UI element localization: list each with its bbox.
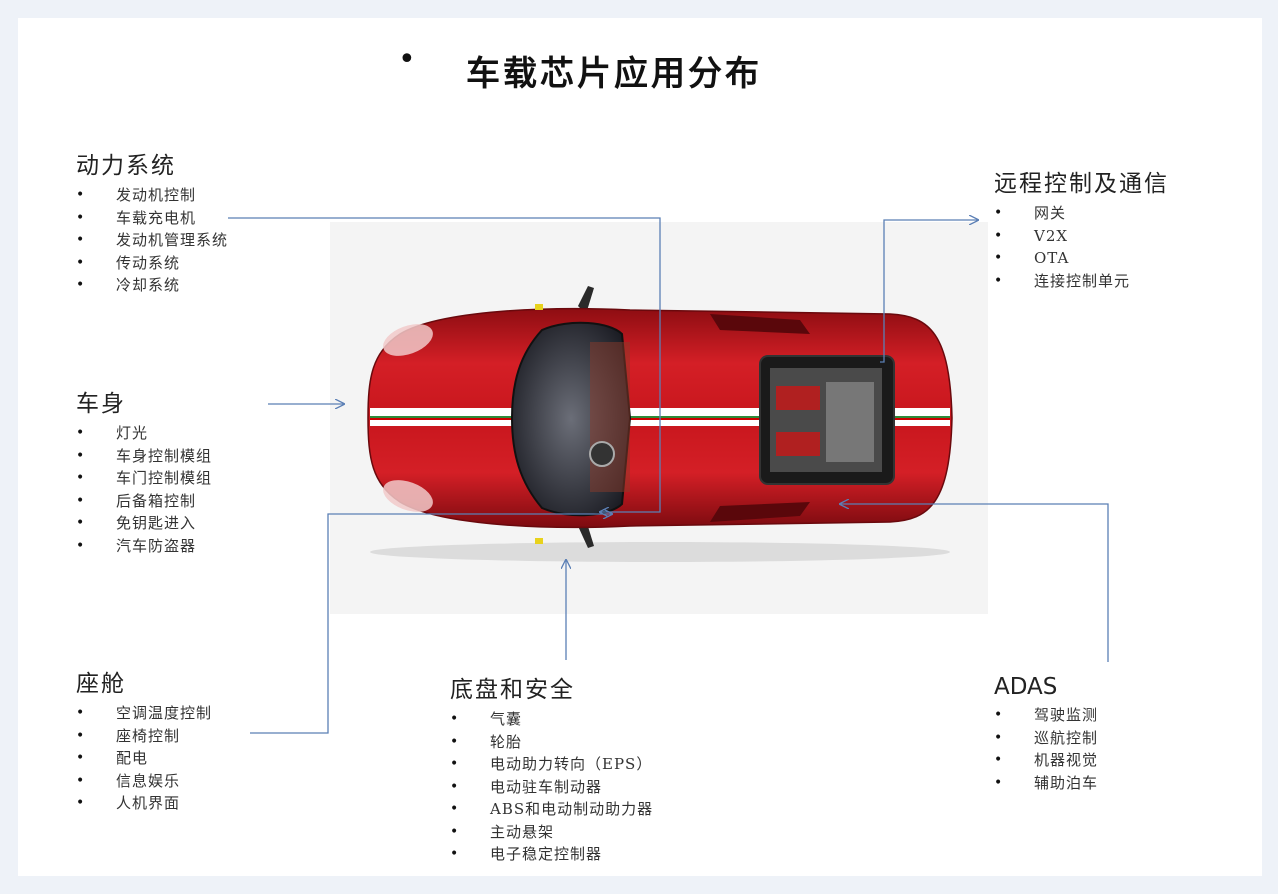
list-item: •巡航控制 (994, 727, 1194, 750)
list-item: •空调温度控制 (76, 702, 276, 725)
bullet-icon: • (994, 774, 1004, 791)
bullet-icon: • (76, 537, 86, 554)
bullet-icon: • (76, 772, 86, 789)
list-item: •座椅控制 (76, 725, 276, 748)
list-item: •电动助力转向（EPS） (450, 753, 750, 776)
bullet-icon: • (994, 272, 1004, 289)
title-row: • 车载芯片应用分布 (0, 38, 1278, 94)
list-item: •信息娱乐 (76, 770, 276, 793)
list-item: •辅助泊车 (994, 772, 1194, 795)
bullet-icon: • (994, 729, 1004, 746)
bullet-icon: • (76, 425, 86, 441)
list-item: •人机界面 (76, 792, 276, 815)
bullet-icon: • (76, 795, 86, 811)
bullet-icon: • (76, 515, 86, 531)
group-title-adas: ADAS (994, 674, 1058, 700)
list-item: •免钥匙进入 (76, 512, 276, 535)
bullet-icon: • (76, 232, 86, 248)
list-item: •发动机管理系统 (76, 229, 236, 252)
bullet-icon: • (76, 492, 86, 509)
list-chassis: •气囊 •轮胎 •电动助力转向（EPS） •电动驻车制动器 •ABS和电动制动助… (450, 708, 750, 866)
car-top-view-image (367, 286, 953, 562)
bullet-icon: • (450, 733, 460, 750)
list-item: •冷却系统 (76, 274, 256, 297)
bullet-icon: • (76, 277, 86, 293)
bullet-icon: • (450, 778, 460, 795)
list-item: •轮胎 (450, 731, 750, 754)
group-title-telematics: 远程控制及通信 (994, 171, 1169, 197)
list-item: •传动系统 (76, 252, 256, 275)
list-item: •车身控制模组 (76, 445, 276, 468)
bullet-icon: • (76, 254, 86, 271)
group-powertrain: 动力系统 •发动机控制 •车载充电机 •发动机管理系统 •传动系统 •冷却系统 (76, 146, 256, 297)
group-title-body: 车身 (76, 391, 126, 417)
bullet-icon: • (450, 801, 460, 817)
page-title: 车载芯片应用分布 (466, 54, 762, 94)
bullet-icon: • (76, 727, 86, 744)
list-item: •V2X (994, 225, 1224, 248)
bullet-icon: • (76, 470, 86, 486)
bullet-icon: • (994, 707, 1004, 723)
bullet-icon: • (994, 227, 1004, 244)
list-item: •驾驶监测 (994, 704, 1194, 727)
list-cabin: •空调温度控制 •座椅控制 •配电 •信息娱乐 •人机界面 (76, 702, 276, 815)
group-adas: ADAS •驾驶监测 •巡航控制 •机器视觉 •辅助泊车 (994, 674, 1194, 794)
group-title-cabin: 座舱 (76, 671, 126, 697)
bullet-icon: • (450, 823, 460, 840)
bullet-icon: • (450, 846, 460, 862)
list-item: •主动悬架 (450, 821, 750, 844)
group-cabin: 座舱 •空调温度控制 •座椅控制 •配电 •信息娱乐 •人机界面 (76, 664, 276, 815)
list-item: •电子稳定控制器 (450, 843, 750, 866)
list-telematics: •网关 •V2X •OTA •连接控制单元 (994, 202, 1224, 292)
bullet-icon: • (76, 447, 86, 464)
group-title-chassis: 底盘和安全 (450, 677, 575, 703)
list-body: •灯光 •车身控制模组 •车门控制模组 •后备箱控制 •免钥匙进入 •汽车防盗器 (76, 422, 276, 557)
group-body: 车身 •灯光 •车身控制模组 •车门控制模组 •后备箱控制 •免钥匙进入 •汽车… (76, 384, 276, 557)
list-powertrain: •发动机控制 •车载充电机 •发动机管理系统 •传动系统 •冷却系统 (76, 184, 256, 297)
list-item: •灯光 (76, 422, 276, 445)
list-item: •网关 (994, 202, 1224, 225)
list-item: •ABS和电动制动助力器 (450, 798, 750, 821)
list-item: •发动机控制 (76, 184, 256, 207)
list-item: •机器视觉 (994, 749, 1194, 772)
group-chassis: 底盘和安全 •气囊 •轮胎 •电动助力转向（EPS） •电动驻车制动器 •ABS… (450, 670, 750, 866)
group-title-powertrain: 动力系统 (76, 153, 176, 179)
list-item: •车门控制模组 (76, 467, 276, 490)
bullet-icon: • (450, 711, 460, 727)
bullet-icon: • (994, 250, 1004, 266)
bullet-icon: • (450, 756, 460, 772)
bullet-icon: • (994, 752, 1004, 768)
list-item: •配电 (76, 747, 276, 770)
list-item: •电动驻车制动器 (450, 776, 750, 799)
list-item: •汽车防盗器 (76, 535, 276, 558)
list-item: •车载充电机 (76, 207, 256, 230)
bullet-icon: • (76, 187, 86, 203)
list-item: •气囊 (450, 708, 750, 731)
group-telematics: 远程控制及通信 •网关 •V2X •OTA •连接控制单元 (994, 164, 1224, 292)
car-photo-area (330, 222, 988, 614)
list-adas: •驾驶监测 •巡航控制 •机器视觉 •辅助泊车 (994, 704, 1194, 794)
bullet-icon: • (994, 205, 1004, 221)
bullet-icon: • (76, 750, 86, 766)
list-item: •连接控制单元 (994, 270, 1224, 293)
title-bullet: • (398, 42, 416, 77)
list-item: •后备箱控制 (76, 490, 276, 513)
list-item: •OTA (994, 247, 1224, 270)
bullet-icon: • (76, 209, 86, 226)
bullet-icon: • (76, 705, 86, 721)
